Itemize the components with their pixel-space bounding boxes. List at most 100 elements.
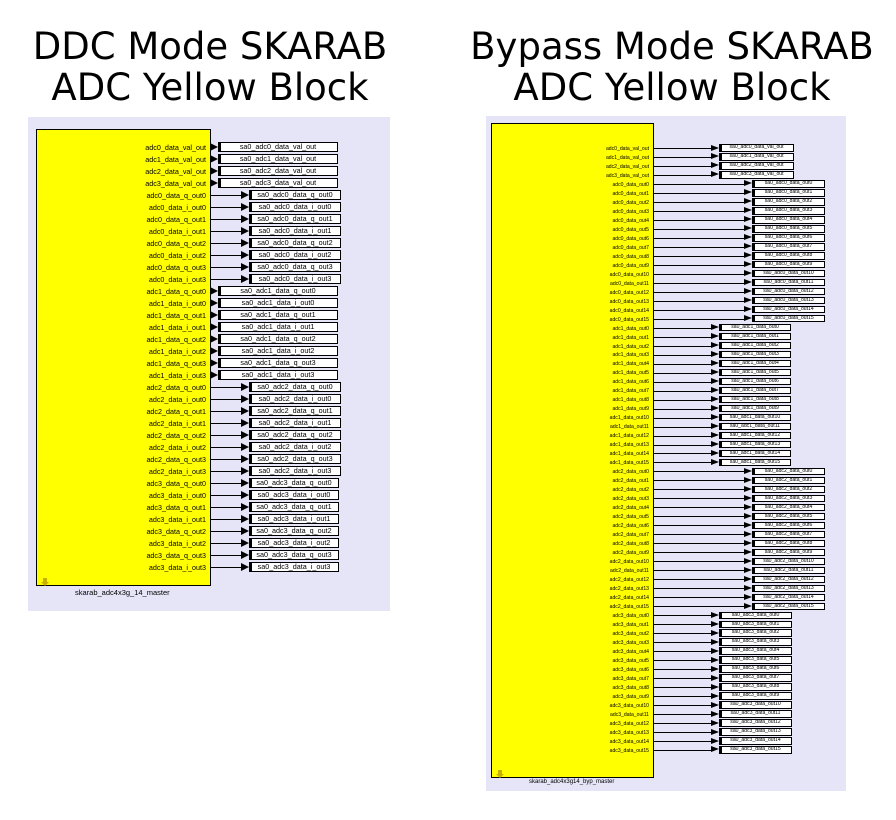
goto-tag[interactable]: sa0_adc0_data_out7: [752, 243, 825, 251]
goto-tag[interactable]: sa0_adc0_data_out14: [752, 306, 825, 314]
goto-tag[interactable]: sa0_adc3_data_q_out1: [249, 501, 339, 512]
goto-tag[interactable]: sa0_adc1_data_i_out1: [218, 321, 338, 332]
goto-tag[interactable]: sa0_adc3_data_out5: [719, 656, 792, 664]
goto-tag[interactable]: sa0_adc3_data_out2: [719, 629, 792, 637]
goto-tag[interactable]: sa0_adc1_data_out6: [719, 377, 791, 386]
goto-tag[interactable]: sa0_adc2_data_out4: [752, 503, 825, 512]
goto-tag[interactable]: sa0_adc3_data_out14: [719, 737, 792, 745]
goto-tag[interactable]: sa0_adc3_data_i_out0: [249, 489, 339, 500]
goto-tag[interactable]: sa0_adc0_data_i_out2: [249, 249, 341, 260]
goto-tag[interactable]: sa0_adc2_data_i_out1: [249, 417, 341, 428]
goto-tag[interactable]: sa0_adc1_data_out5: [719, 368, 791, 377]
goto-tag[interactable]: sa0_adc1_data_q_out3: [218, 357, 338, 368]
goto-tag[interactable]: sa0_adc3_data_out1: [719, 620, 792, 628]
goto-tag[interactable]: sa0_adc3_data_out7: [719, 674, 792, 682]
goto-tag[interactable]: sa0_adc1_data_i_out0: [218, 297, 338, 308]
goto-tag[interactable]: sa0_adc2_data_q_out1: [249, 405, 341, 416]
goto-tag[interactable]: sa0_adc2_data_val_out: [218, 165, 338, 176]
goto-tag[interactable]: sa0_adc0_data_out5: [752, 225, 825, 233]
goto-tag[interactable]: sa0_adc1_data_out11: [719, 422, 791, 431]
goto-tag[interactable]: sa0_adc3_data_out9: [719, 692, 792, 700]
goto-tag[interactable]: sa0_adc2_data_out1: [752, 476, 825, 485]
goto-tag[interactable]: sa0_adc2_data_out10: [752, 557, 825, 565]
goto-tag[interactable]: sa0_adc2_data_out9: [752, 548, 825, 557]
goto-tag[interactable]: sa0_adc0_data_val_out: [218, 141, 338, 152]
goto-tag[interactable]: sa0_adc1_data_out9: [719, 404, 791, 413]
goto-tag[interactable]: sa0_adc0_data_q_out1: [249, 213, 341, 224]
goto-tag[interactable]: sa0_adc2_data_q_out2: [249, 429, 341, 440]
goto-tag[interactable]: sa0_adc3_data_out4: [719, 647, 792, 655]
goto-tag[interactable]: sa0_adc1_data_out13: [719, 440, 791, 449]
goto-tag[interactable]: sa0_adc1_data_out1: [719, 332, 791, 341]
goto-tag[interactable]: sa0_adc3_data_out11: [719, 710, 792, 718]
goto-tag[interactable]: sa0_adc1_data_out15: [719, 458, 791, 467]
goto-tag[interactable]: sa0_adc1_data_out8: [719, 395, 791, 404]
goto-tag[interactable]: sa0_adc0_data_out6: [752, 234, 825, 242]
goto-tag[interactable]: sa0_adc0_data_out8: [752, 252, 825, 260]
goto-tag[interactable]: sa0_adc0_data_out2: [752, 198, 825, 206]
goto-tag[interactable]: sa0_adc1_data_out12: [719, 431, 791, 440]
goto-tag[interactable]: sa0_adc0_data_out3: [752, 207, 825, 215]
goto-tag[interactable]: sa0_adc1_data_out3: [719, 350, 791, 359]
goto-tag[interactable]: sa0_adc2_data_out6: [752, 521, 825, 530]
goto-tag[interactable]: sa0_adc0_data_out13: [752, 297, 825, 305]
goto-tag[interactable]: sa0_adc3_data_out12: [719, 719, 792, 727]
goto-tag[interactable]: sa0_adc2_data_out11: [752, 566, 825, 574]
goto-tag[interactable]: sa0_adc0_data_out9: [752, 261, 825, 269]
goto-tag[interactable]: sa0_adc1_data_out10: [719, 413, 791, 422]
goto-tag[interactable]: sa0_adc0_data_out0: [752, 180, 825, 188]
goto-tag[interactable]: sa0_adc2_data_out13: [752, 584, 825, 592]
goto-tag[interactable]: sa0_adc2_data_i_out2: [249, 441, 341, 452]
goto-tag[interactable]: sa0_adc3_data_out0: [719, 611, 792, 619]
goto-tag[interactable]: sa0_adc2_data_i_out0: [249, 393, 341, 404]
goto-tag[interactable]: sa0_adc3_data_i_out1: [249, 513, 339, 524]
goto-tag[interactable]: sa0_adc1_data_out14: [719, 449, 791, 458]
goto-tag[interactable]: sa0_adc2_data_q_out0: [249, 381, 341, 392]
goto-tag[interactable]: sa0_adc0_data_out12: [752, 288, 825, 296]
goto-tag[interactable]: sa0_adc1_data_q_out0: [218, 285, 338, 296]
goto-tag[interactable]: sa0_adc0_data_q_out2: [249, 237, 341, 248]
goto-tag[interactable]: sa0_adc2_data_out12: [752, 575, 825, 583]
goto-tag[interactable]: sa0_adc0_data_out4: [752, 216, 825, 224]
goto-tag[interactable]: sa0_adc1_data_val_out: [218, 153, 338, 164]
goto-tag[interactable]: sa0_adc0_data_out11: [752, 279, 825, 287]
goto-tag[interactable]: sa0_adc0_data_q_out3: [249, 261, 341, 272]
goto-tag[interactable]: sa0_adc2_data_out14: [752, 593, 825, 601]
goto-tag[interactable]: sa0_adc1_data_out7: [719, 386, 791, 395]
goto-tag[interactable]: sa0_adc1_data_val_out: [719, 153, 794, 161]
goto-tag[interactable]: sa0_adc3_data_i_out3: [249, 561, 339, 572]
goto-tag[interactable]: sa0_adc3_data_i_out2: [249, 537, 339, 548]
goto-tag[interactable]: sa0_adc0_data_i_out1: [249, 225, 341, 236]
goto-tag[interactable]: sa0_adc2_data_out2: [752, 485, 825, 494]
goto-tag[interactable]: sa0_adc3_data_q_out3: [249, 549, 339, 560]
goto-tag[interactable]: sa0_adc0_data_val_out: [719, 144, 794, 152]
goto-tag[interactable]: sa0_adc2_data_out8: [752, 539, 825, 548]
goto-tag[interactable]: sa0_adc3_data_out10: [719, 701, 792, 709]
goto-tag[interactable]: sa0_adc0_data_out1: [752, 189, 825, 197]
goto-tag[interactable]: sa0_adc0_data_i_out3: [249, 273, 341, 284]
goto-tag[interactable]: sa0_adc2_data_i_out3: [249, 465, 341, 476]
goto-tag[interactable]: sa0_adc2_data_val_out: [719, 162, 794, 170]
goto-tag[interactable]: sa0_adc0_data_i_out0: [249, 201, 341, 212]
goto-tag[interactable]: sa0_adc1_data_q_out1: [218, 309, 338, 320]
goto-tag[interactable]: sa0_adc2_data_q_out3: [249, 453, 341, 464]
goto-tag[interactable]: sa0_adc3_data_out3: [719, 638, 792, 646]
goto-tag[interactable]: sa0_adc1_data_out2: [719, 341, 791, 350]
goto-tag[interactable]: sa0_adc1_data_out0: [719, 324, 791, 332]
goto-tag[interactable]: sa0_adc3_data_val_out: [719, 171, 794, 179]
goto-tag[interactable]: sa0_adc3_data_val_out: [218, 177, 338, 188]
goto-tag[interactable]: sa0_adc0_data_q_out0: [249, 189, 341, 200]
goto-tag[interactable]: sa0_adc2_data_out5: [752, 512, 825, 521]
goto-tag[interactable]: sa0_adc2_data_out0: [752, 467, 825, 476]
goto-tag[interactable]: sa0_adc1_data_i_out3: [218, 369, 338, 380]
goto-tag[interactable]: sa0_adc3_data_out8: [719, 683, 792, 691]
goto-tag[interactable]: sa0_adc3_data_out15: [719, 746, 792, 754]
goto-tag[interactable]: sa0_adc3_data_q_out0: [249, 477, 339, 488]
goto-tag[interactable]: sa0_adc1_data_q_out2: [218, 333, 338, 344]
goto-tag[interactable]: sa0_adc0_data_out10: [752, 270, 825, 278]
goto-tag[interactable]: sa0_adc1_data_out4: [719, 359, 791, 368]
goto-tag[interactable]: sa0_adc1_data_i_out2: [218, 345, 338, 356]
goto-tag[interactable]: sa0_adc3_data_out6: [719, 665, 792, 673]
